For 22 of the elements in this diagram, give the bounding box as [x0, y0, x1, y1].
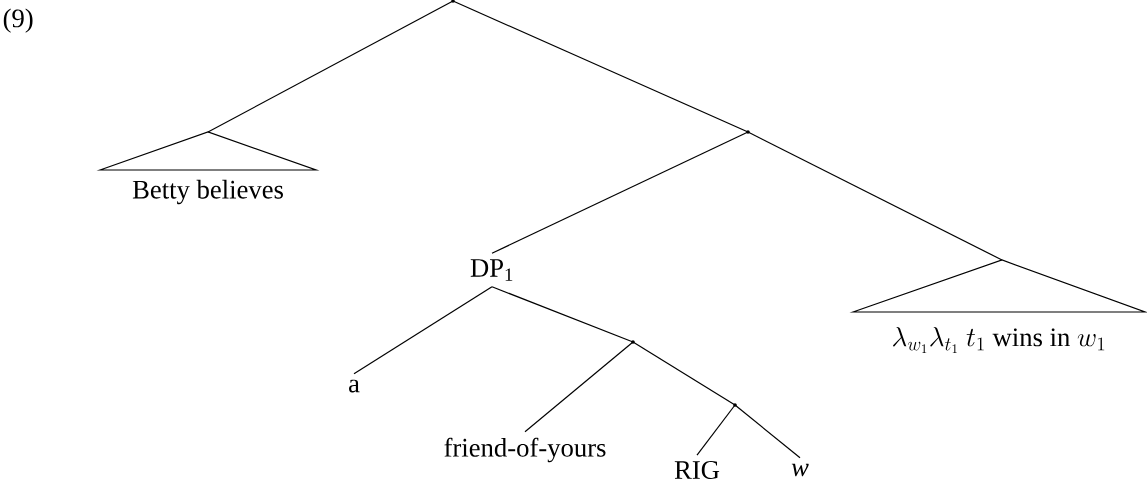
branch-point [451, 0, 455, 3]
branch-line [353, 286, 493, 375]
tree-label: w [791, 463, 809, 477]
branch-line [491, 131, 749, 254]
branch-line [491, 286, 634, 343]
tree-label: DP$_{1}$ [470, 259, 513, 281]
branch-line [524, 341, 634, 433]
tree-label: RIG [674, 461, 720, 479]
leaf-label: Betty believes [132, 179, 283, 205]
branch-line [452, 0, 749, 133]
example-number: (9) [3, 8, 33, 33]
branch-line [632, 341, 736, 406]
branch-line [734, 404, 801, 459]
branch-point [733, 403, 737, 407]
branch-line [696, 404, 736, 456]
tree-label: friend-of-yours [444, 437, 606, 463]
branch-line [207, 0, 454, 133]
tree-label: a [349, 379, 360, 393]
branch-point [631, 340, 635, 344]
leaf-label: $\lambda_{w_1}\lambda_{t_1}\ t_1\ \mathrm{wins\ in}\ w_1$ [893, 326, 1105, 354]
branch-line [747, 131, 1003, 261]
branch-point [746, 130, 750, 134]
